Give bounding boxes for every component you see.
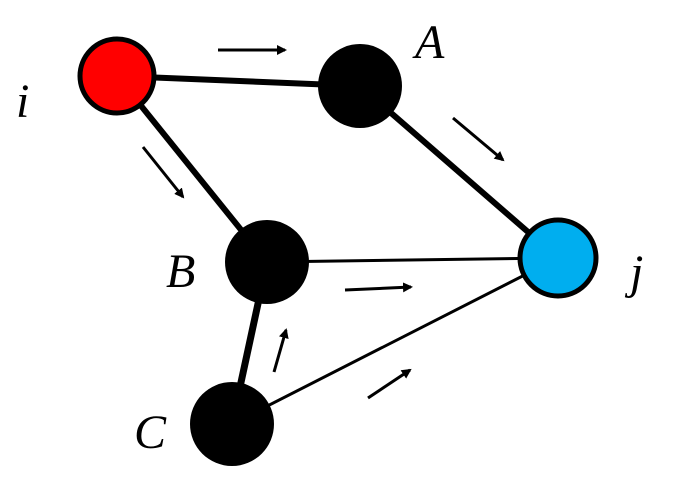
label-i: i xyxy=(16,75,29,128)
flow-arrows xyxy=(141,45,505,400)
node-i xyxy=(77,36,157,116)
edge-A-j xyxy=(358,83,560,261)
arrow-C-B xyxy=(272,328,289,373)
label-A: A xyxy=(412,16,445,69)
node-j xyxy=(517,217,599,299)
node-B xyxy=(225,220,309,304)
edge-B-j xyxy=(266,256,559,264)
arrow-i-B xyxy=(141,146,185,199)
label-C: C xyxy=(134,406,167,459)
label-B: B xyxy=(166,245,195,298)
arrow-A-j xyxy=(452,116,505,162)
node-C xyxy=(190,382,274,466)
arrow-B-j xyxy=(344,282,413,293)
nodes xyxy=(77,36,599,466)
label-j: j xyxy=(624,246,643,299)
arrow-C-j xyxy=(367,368,412,400)
edge-C-j xyxy=(231,256,559,426)
node-A xyxy=(318,44,402,128)
